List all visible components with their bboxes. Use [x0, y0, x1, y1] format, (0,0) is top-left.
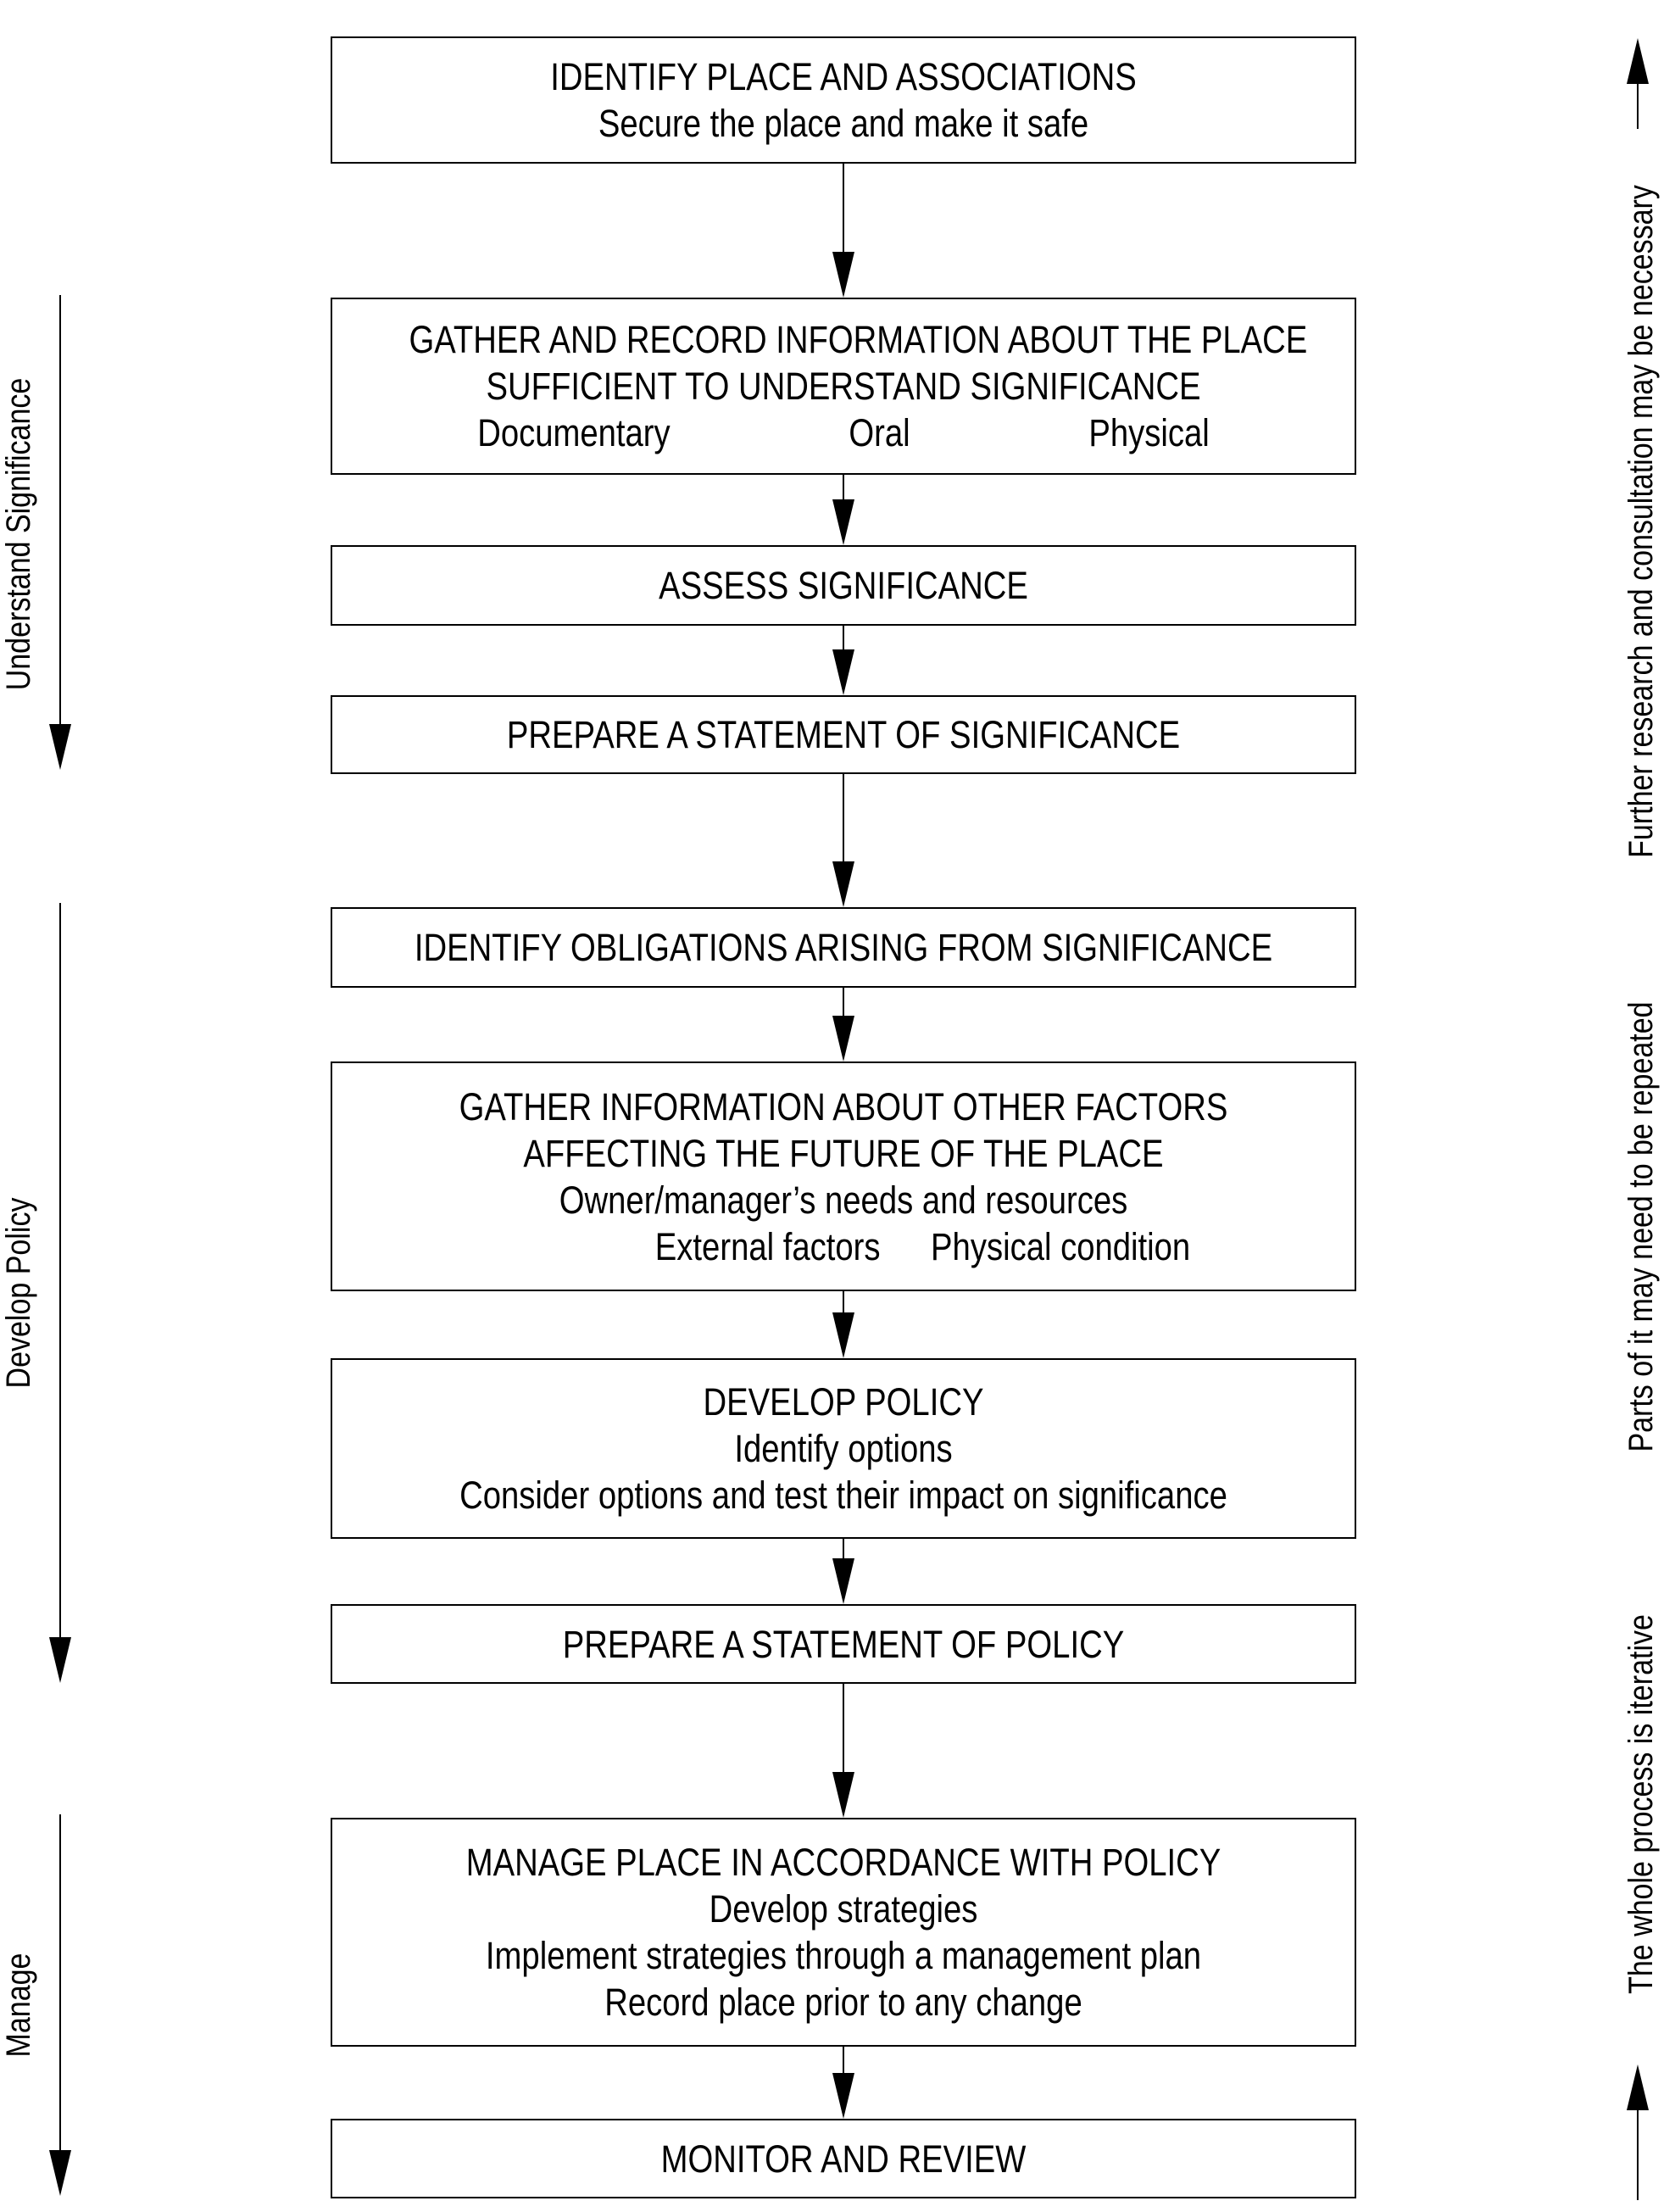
arrowhead-down-icon [49, 2150, 71, 2196]
box-subtitle: Owner/manager’s needs and resources [559, 1178, 1128, 1222]
box-title: MONITOR AND REVIEW [660, 2137, 1027, 2181]
arrowhead-down-icon [832, 1772, 854, 1818]
right-feedback-arrow-top [1627, 38, 1649, 129]
box-subtitle: Implement strategies through a managemen… [485, 1934, 1202, 1977]
left-section-arrow-understand-significance [49, 295, 71, 770]
box-subtitle: Consider options and test their impact o… [459, 1474, 1227, 1517]
box-title: DEVELOP POLICY [703, 1380, 984, 1424]
left-section-label-understand-significance: Understand Significance [0, 377, 37, 691]
box-title: ASSESS SIGNIFICANCE [659, 564, 1028, 607]
step-manage-place: MANAGE PLACE IN ACCORDANCE WITH POLICY D… [331, 1818, 1356, 2047]
arrow-shaft [59, 295, 61, 727]
arrowhead-down-icon [832, 1312, 854, 1358]
arrow-shaft [843, 1291, 844, 1316]
arrowhead-down-icon [832, 252, 854, 298]
right-note-parts-repeated: Parts of it may need to be repeated [1622, 1001, 1660, 1452]
box-title: PREPARE A STATEMENT OF SIGNIFICANCE [506, 713, 1181, 756]
arrow-shaft [843, 1684, 844, 1775]
arrowhead-down-icon [832, 649, 854, 695]
other-factors-row: External factors Physical condition [409, 1223, 1277, 1270]
step-develop-policy: DEVELOP POLICY Identify options Consider… [331, 1358, 1356, 1539]
arrow-shaft [59, 903, 61, 1641]
evidence-type-physical: Physical [1088, 411, 1210, 454]
step-statement-of-policy: PREPARE A STATEMENT OF POLICY [331, 1604, 1356, 1684]
box-subtitle: Secure the place and make it safe [598, 102, 1089, 145]
step-statement-of-significance: PREPARE A STATEMENT OF SIGNIFICANCE [331, 695, 1356, 774]
flow-arrow-9 [832, 2047, 854, 2119]
arrowhead-down-icon [832, 1558, 854, 1604]
flow-arrow-2 [832, 475, 854, 545]
left-section-arrow-manage [49, 1814, 71, 2196]
right-note-further-research: Further research and consultation may be… [1622, 185, 1660, 858]
left-section-label-manage: Manage [0, 1953, 37, 2058]
left-section-label-develop-policy: Develop Policy [0, 1197, 37, 1389]
evidence-type-oral: Oral [849, 411, 910, 454]
arrow-shaft [843, 774, 844, 865]
step-gather-information-significance: GATHER AND RECORD INFORMATION ABOUT THE … [331, 298, 1356, 475]
arrowhead-down-icon [832, 861, 854, 907]
arrowhead-down-icon [832, 1016, 854, 1061]
arrowhead-up-icon [1627, 2064, 1649, 2110]
evidence-types-row: Documentary Oral Physical [409, 410, 1277, 456]
step-gather-other-factors: GATHER INFORMATION ABOUT OTHER FACTORS A… [331, 1061, 1356, 1291]
flow-arrow-4 [832, 774, 854, 907]
arrowhead-down-icon [832, 499, 854, 545]
arrow-shaft [1637, 2107, 1639, 2200]
step-monitor-and-review: MONITOR AND REVIEW [331, 2119, 1356, 2198]
arrow-shaft [843, 475, 844, 503]
arrowhead-down-icon [49, 724, 71, 770]
box-subtitle: Record place prior to any change [604, 1981, 1082, 2024]
flow-arrow-5 [832, 988, 854, 1061]
arrow-shaft [1637, 81, 1639, 129]
box-title: SUFFICIENT TO UNDERSTAND SIGNIFICANCE [486, 365, 1201, 408]
arrow-shaft [843, 2047, 844, 2076]
flow-arrow-6 [832, 1291, 854, 1358]
step-assess-significance: ASSESS SIGNIFICANCE [331, 545, 1356, 626]
box-title: GATHER AND RECORD INFORMATION ABOUT THE … [409, 318, 1308, 361]
arrow-shaft [843, 988, 844, 1019]
box-title: PREPARE A STATEMENT OF POLICY [562, 1622, 1125, 1666]
factor-physical-condition: Physical condition [931, 1224, 1191, 1268]
step-identify-obligations: IDENTIFY OBLIGATIONS ARISING FROM SIGNIF… [331, 907, 1356, 988]
arrowhead-up-icon [1627, 38, 1649, 84]
box-title: AFFECTING THE FUTURE OF THE PLACE [523, 1131, 1164, 1175]
flow-arrow-3 [832, 626, 854, 695]
right-feedback-arrow-bottom [1627, 2064, 1649, 2200]
arrow-shaft [843, 626, 844, 653]
flow-arrow-8 [832, 1684, 854, 1818]
box-title: GATHER INFORMATION ABOUT OTHER FACTORS [459, 1084, 1228, 1128]
box-title: IDENTIFY PLACE AND ASSOCIATIONS [550, 55, 1137, 98]
step-identify-place: IDENTIFY PLACE AND ASSOCIATIONS Secure t… [331, 36, 1356, 164]
flow-arrow-1 [832, 164, 854, 298]
box-subtitle: Identify options [734, 1427, 953, 1470]
arrowhead-down-icon [49, 1637, 71, 1683]
left-section-arrow-develop-policy [49, 903, 71, 1683]
flow-arrow-7 [832, 1539, 854, 1604]
arrow-shaft [843, 1539, 844, 1562]
arrow-shaft [59, 1814, 61, 2153]
factor-external: External factors [654, 1224, 881, 1268]
box-title: MANAGE PLACE IN ACCORDANCE WITH POLICY [465, 1841, 1221, 1884]
box-subtitle: Develop strategies [709, 1887, 978, 1931]
arrowhead-down-icon [832, 2073, 854, 2119]
arrow-shaft [843, 164, 844, 255]
right-note-process-iterative: The whole process is iterative [1622, 1614, 1660, 1994]
evidence-type-documentary: Documentary [477, 411, 671, 454]
box-title: IDENTIFY OBLIGATIONS ARISING FROM SIGNIF… [414, 926, 1273, 969]
